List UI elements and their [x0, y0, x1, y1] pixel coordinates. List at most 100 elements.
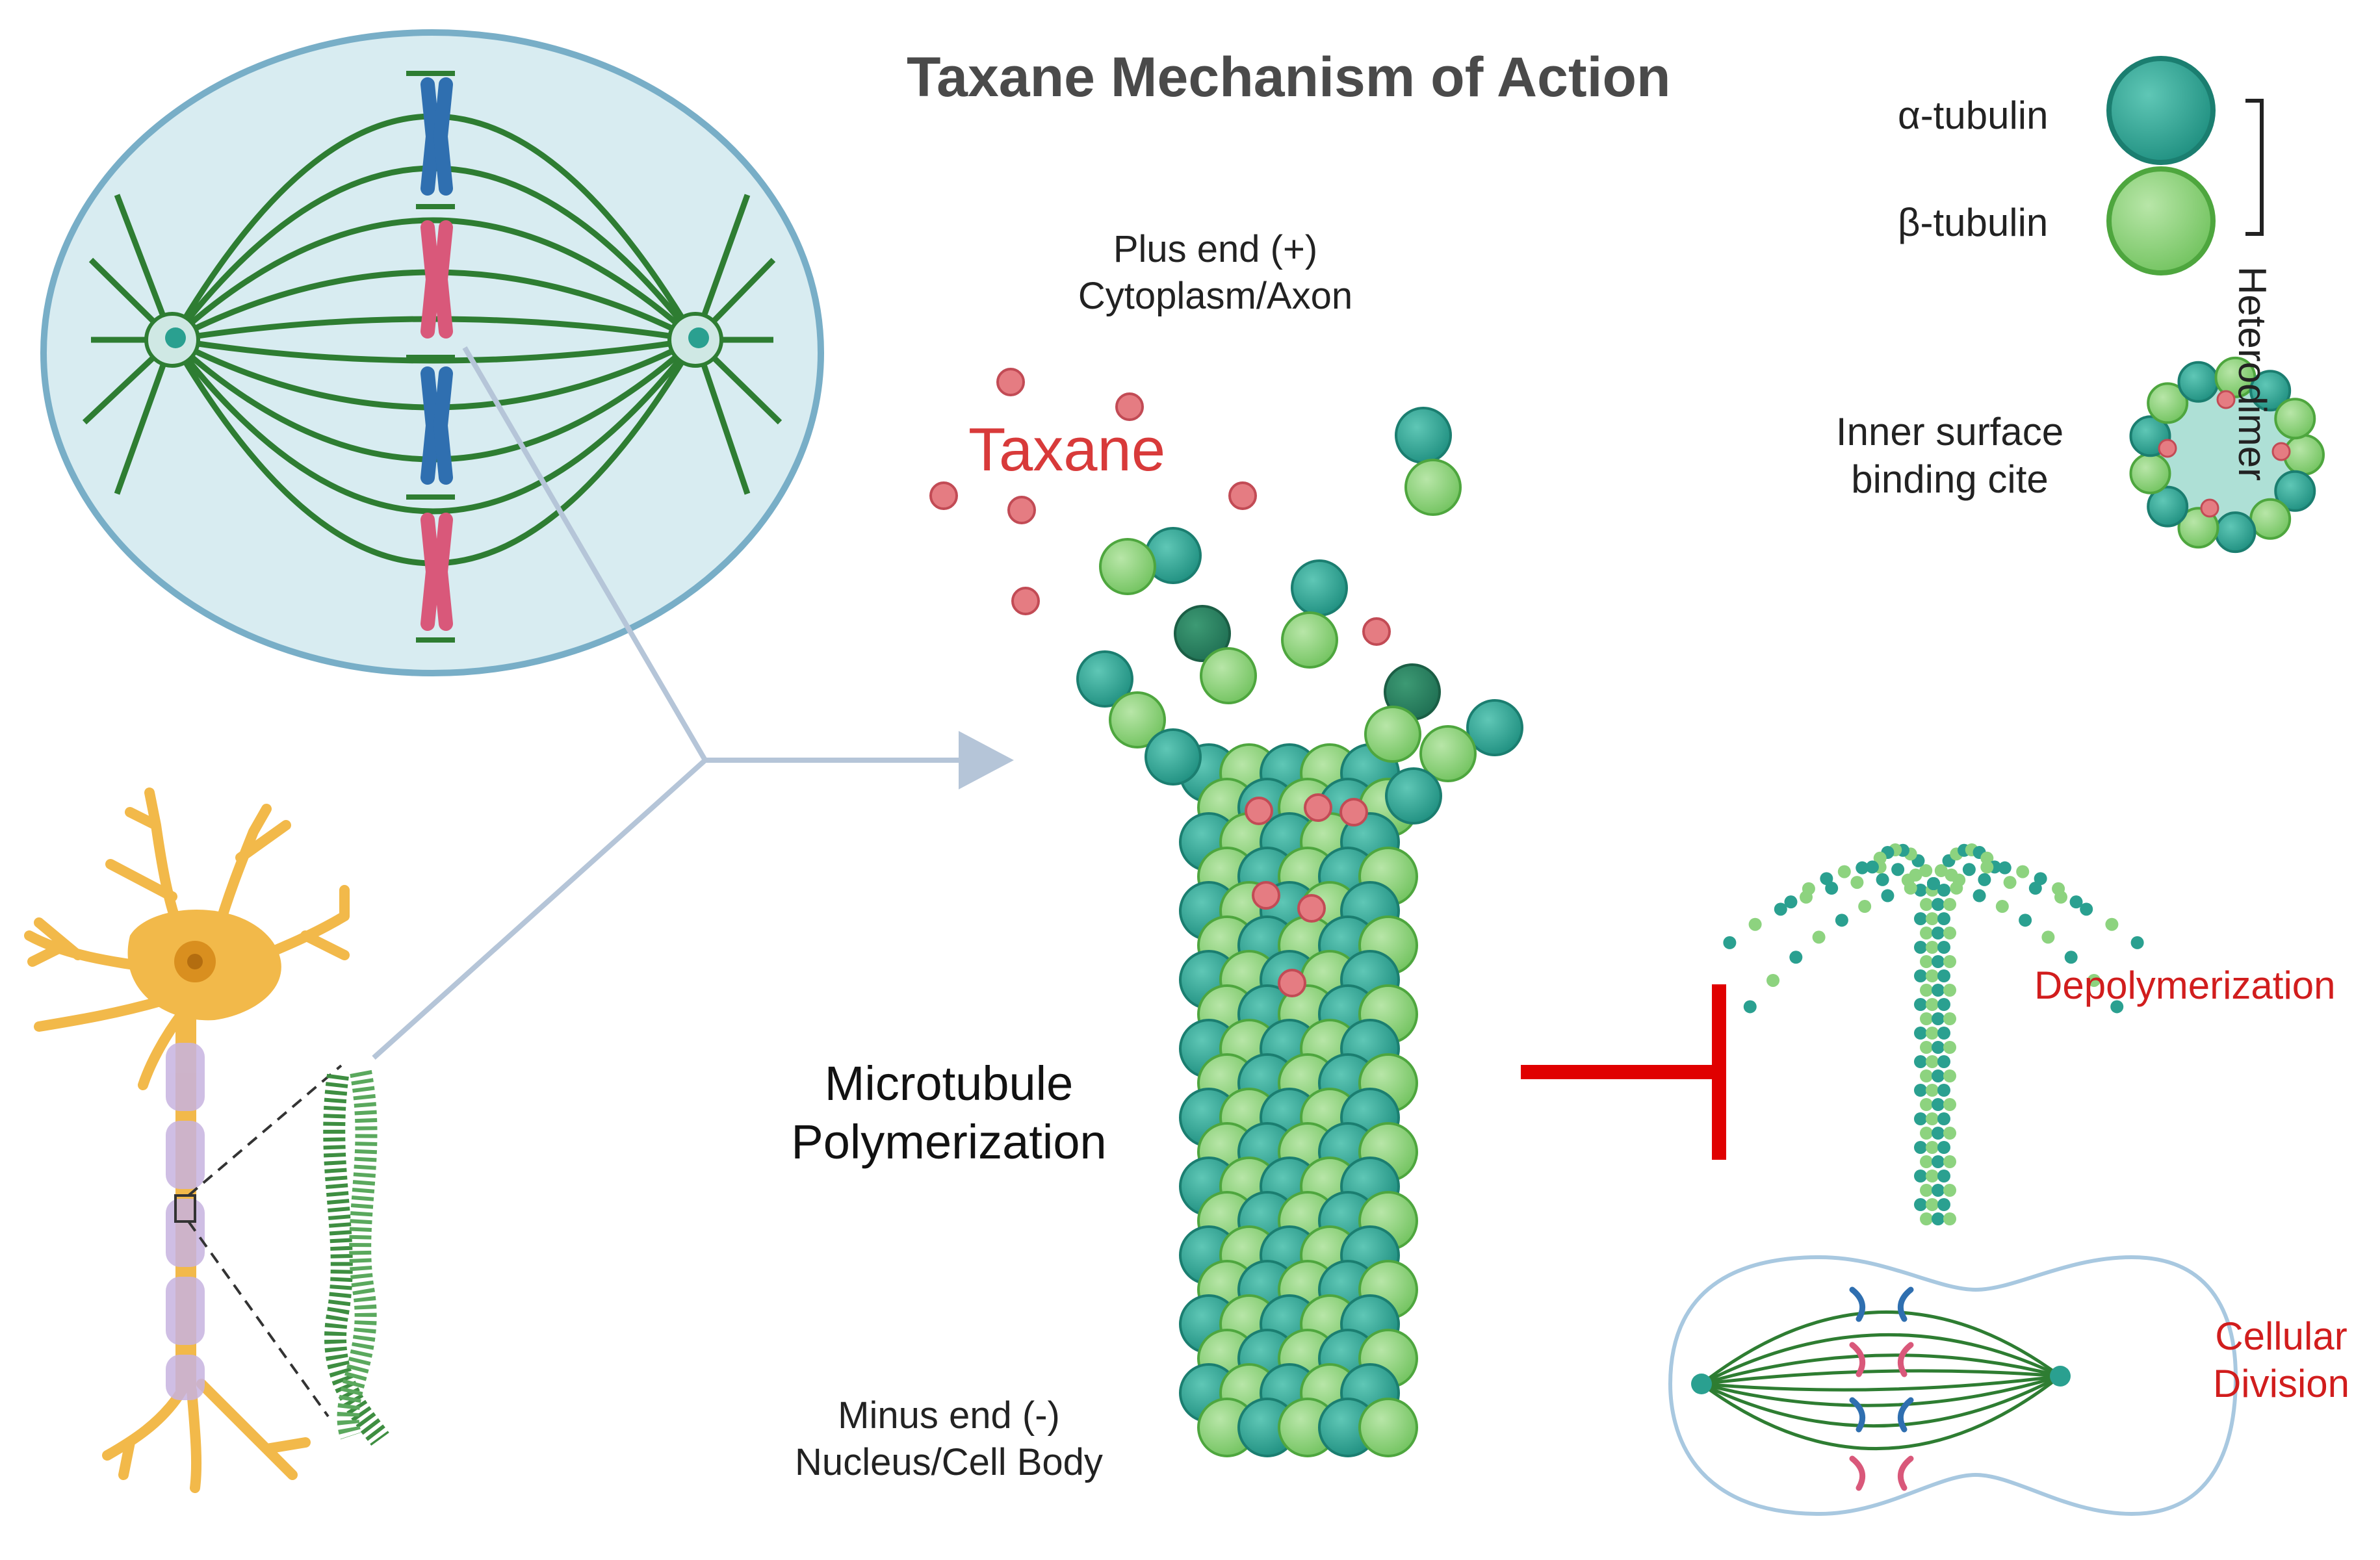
tubulin-subunit [1920, 984, 1933, 997]
tubulin-subunit [1926, 1112, 1939, 1125]
tubulin-subunit [2105, 917, 2119, 931]
taxane-molecule [996, 368, 1025, 396]
tubulin-subunit [1865, 860, 1879, 874]
tubulin-subunit [2003, 876, 2017, 889]
tubulin-subunit [1145, 728, 1202, 786]
taxane-molecule [1304, 793, 1332, 822]
depolymerization-label: Depolymerization [2034, 964, 2336, 1007]
tubulin-subunit [1920, 898, 1933, 911]
tubulin-subunit [1932, 927, 1945, 940]
tubulin-subunit [1937, 884, 1950, 897]
tubulin-subunit [1937, 1141, 1950, 1154]
neuron-zoom-lines [187, 1064, 343, 1418]
tubulin-subunit [1926, 1198, 1939, 1211]
tubulin-subunit [1932, 1155, 1945, 1168]
figure-title: Taxane Mechanism of Action [907, 46, 1671, 109]
tubulin-subunit [1914, 1141, 1927, 1154]
tubulin-subunit [1904, 881, 1917, 895]
tubulin-subunit [2028, 882, 2042, 895]
tubulin-subunit [1837, 865, 1851, 878]
tubulin-subunit [1873, 851, 1887, 865]
microtubule-lattice [1179, 743, 1418, 1457]
minus-end-label: Minus end (-) [838, 1394, 1060, 1437]
tubulin-subunit [1998, 861, 2011, 875]
tubulin-subunit [2249, 498, 2292, 540]
tubulin-subunit [1937, 1055, 1950, 1068]
tubulin-subunit [1962, 863, 1976, 876]
spindle-fiber [1701, 1374, 2061, 1392]
tubulin-subunit [1099, 538, 1156, 595]
tubulin-subunit [1943, 1127, 1956, 1140]
taxane-molecule [2158, 439, 2177, 458]
tubulin-subunit [2016, 865, 2030, 878]
spindle-fiber [1701, 1353, 2061, 1386]
tubulin-subunit [1926, 1170, 1939, 1183]
tubulin-subunit [1109, 691, 1166, 748]
taxane-molecule [929, 481, 958, 510]
binding-site-label-line1: Inner surface [1835, 410, 2064, 454]
tubulin-subunit [1932, 1069, 1945, 1082]
tubulin-subunit [1926, 941, 1939, 954]
tubulin-subunit [1932, 1041, 1945, 1054]
tubulin-subunit [1200, 647, 1257, 704]
heterodimer-label: Heterodimer [2231, 266, 2274, 481]
tubulin-subunit [2064, 951, 2078, 964]
tubulin-subunit [1281, 611, 1338, 669]
tubulin-subunit [1932, 1212, 1945, 1225]
tubulin-subunit [1943, 1041, 1956, 1054]
tubulin-subunit [1914, 1055, 1927, 1068]
tubulin-subunit [2019, 914, 2032, 927]
tubulin-subunit [1076, 650, 1133, 708]
tubulin-subunit [1980, 851, 1994, 865]
tubulin-subunit [1926, 1027, 1939, 1040]
tubulin-subunit [1920, 1155, 1933, 1168]
cellular-division-label-line1: Cellular [2215, 1314, 2348, 1358]
tubulin-subunit [2147, 485, 2189, 528]
chromosome [420, 513, 453, 631]
tubulin-subunit [2080, 902, 2093, 916]
plus-end-location: Cytoplasm/Axon [1078, 275, 1353, 317]
spindle-fiber [170, 217, 698, 342]
tubulin-subunit [2274, 470, 2316, 512]
tubulin-subunit [1825, 882, 1839, 895]
tubulin-subunit [1943, 927, 1956, 940]
tubulin-subunit [1914, 912, 1927, 925]
metaphase-plate-marks [406, 71, 455, 643]
tubulin-subunit [1395, 407, 1452, 464]
tubulin-subunit [1748, 917, 1762, 931]
taxane-molecule [1339, 798, 1368, 826]
taxane-molecule [1245, 797, 1273, 825]
taxane-molecule [2216, 390, 2236, 409]
tubulin-subunit [2110, 1000, 2124, 1014]
tubulin-subunit [1920, 1212, 1933, 1225]
dividing-cell-icon [1668, 1255, 2238, 1516]
tubulin-subunit [1926, 998, 1939, 1011]
tubulin-subunit [1766, 973, 1780, 987]
tubulin-subunit [1358, 1398, 1418, 1457]
tubulin-subunit [1943, 1155, 1956, 1168]
tubulin-subunit [1914, 941, 1927, 954]
tubulin-subunit [1937, 912, 1950, 925]
centrosome-right [667, 312, 723, 368]
tubulin-subunit [1914, 969, 1927, 982]
microtubule-label-line2: Polymerization [791, 1115, 1107, 1169]
tubulin-subunit [2054, 890, 2067, 904]
tubulin-subunit [1856, 861, 1869, 875]
tubulin-subunit [1943, 1212, 1956, 1225]
tubulin-subunit [1419, 725, 1477, 782]
tubulin-subunit [1876, 873, 1889, 886]
tubulin-subunit [2274, 398, 2316, 440]
alpha-tubulin-label: α-tubulin [1898, 94, 2049, 137]
spindle-fiber [1700, 1333, 2062, 1386]
tubulin-subunit [1743, 1000, 1757, 1014]
spindle-fiber [170, 338, 698, 515]
tubulin-subunit [1932, 1098, 1945, 1111]
plus-end-label: Plus end (+) [1113, 228, 1318, 270]
tubulin-subunit [1820, 872, 1833, 886]
taxane-molecule [1362, 617, 1391, 646]
tubulin-subunit [1858, 900, 1872, 914]
taxane-molecule [2271, 442, 2291, 461]
taxane-molecule [1011, 587, 1040, 615]
tubulin-subunit [1995, 900, 2009, 914]
tubulin-subunit [1774, 902, 1787, 916]
